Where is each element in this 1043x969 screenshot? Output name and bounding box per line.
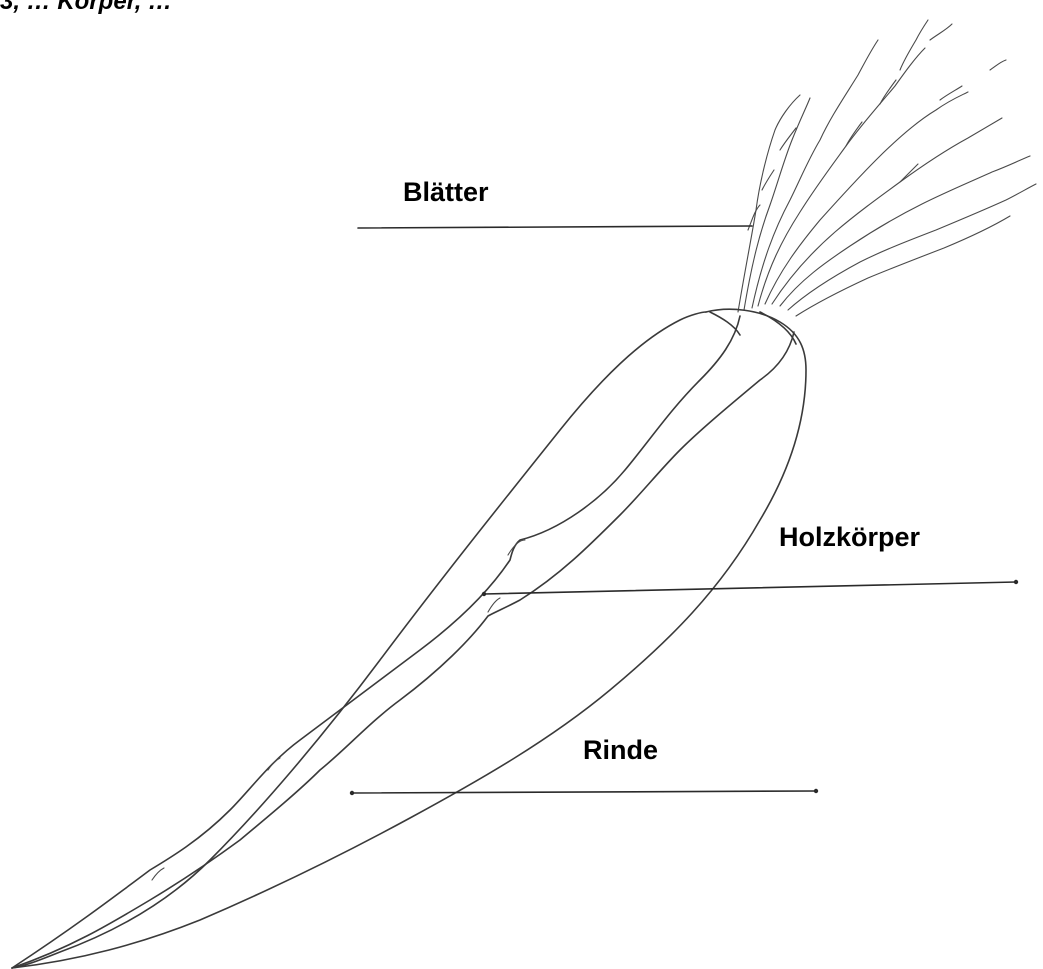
leader-xylem-start-dot [482,592,486,596]
carrot-xylem-core [12,316,794,968]
label-cortex: Rinde [583,737,658,764]
leader-xylem-end-dot [1014,580,1018,584]
leader-cortex-start-dot [350,791,354,795]
leader-leaves [358,226,752,228]
leader-cortex [352,791,816,793]
leader-cortex-end-dot [814,789,818,793]
label-leaves: Blätter [403,179,489,206]
carrot-leaves [738,20,1036,316]
carrot-root-outline [12,309,806,968]
leader-xylem [484,582,1016,594]
label-xylem: Holzkörper [779,524,920,551]
leader-lines [350,226,1018,795]
